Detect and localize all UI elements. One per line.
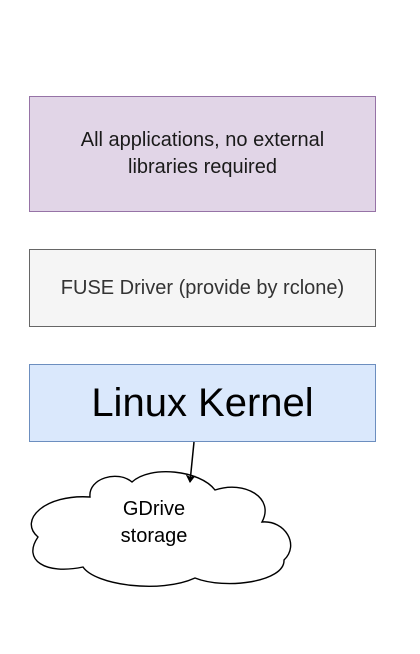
fuse-driver-layer-box: FUSE Driver (provide by rclone) bbox=[29, 249, 376, 327]
gdrive-storage-label: GDrive storage bbox=[120, 498, 188, 547]
applications-layer-box: All applications, no external libraries … bbox=[29, 96, 376, 212]
kernel-to-cloud-arrow bbox=[185, 441, 196, 483]
linux-kernel-layer-box: Linux Kernel bbox=[29, 364, 376, 442]
